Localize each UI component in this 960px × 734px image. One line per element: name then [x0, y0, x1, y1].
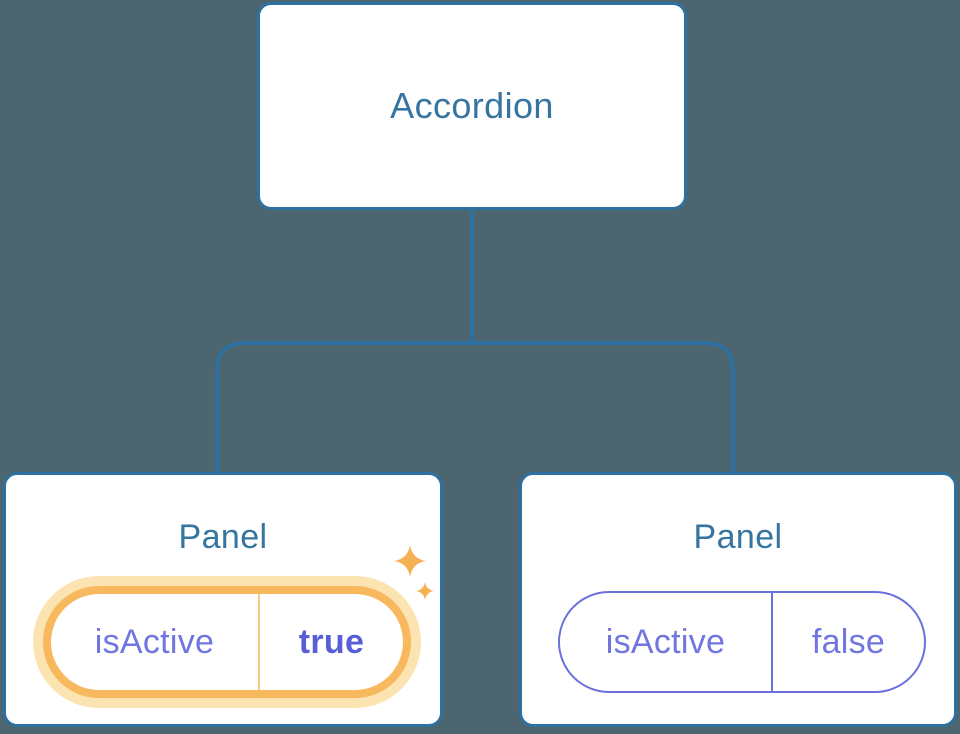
- state-value-label: false: [811, 622, 886, 661]
- panel-node-label: Panel: [178, 518, 268, 556]
- branch-connector: [215, 341, 735, 472]
- state-pill-inactive: isActive false: [558, 591, 926, 693]
- panel-node-label: Panel: [693, 518, 783, 556]
- accordion-node: Accordion: [257, 2, 687, 210]
- state-value-label: true: [298, 622, 365, 661]
- state-key-label: isActive: [560, 593, 773, 691]
- sparkle-large: [394, 545, 426, 577]
- state-pill-active: isActive true: [43, 586, 411, 698]
- panel-node-active: Panel isActive true: [3, 472, 443, 727]
- state-key-label: isActive: [51, 594, 260, 690]
- accordion-node-label: Accordion: [390, 85, 554, 126]
- sparkle-small: [416, 582, 434, 600]
- sparkles-icon: [394, 545, 434, 600]
- panel-node-inactive: Panel isActive false: [519, 472, 957, 727]
